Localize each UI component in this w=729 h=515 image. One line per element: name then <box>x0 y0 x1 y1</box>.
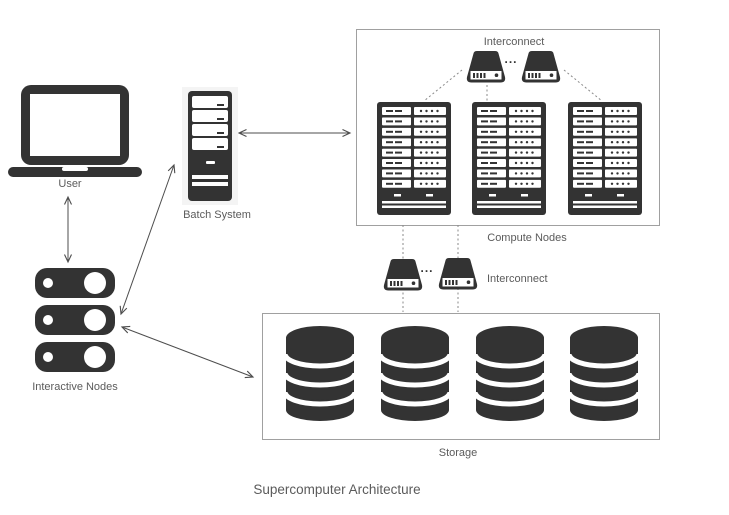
batch-system-label: Batch System <box>183 209 251 221</box>
rack-icon <box>568 102 642 215</box>
user-label: User <box>58 178 82 190</box>
storage-label: Storage <box>438 447 478 459</box>
diagram-title: Supercomputer Architecture <box>253 482 421 497</box>
switch-icon <box>438 258 478 290</box>
laptop-icon <box>8 85 142 177</box>
connector-switch-rack-right <box>563 69 603 102</box>
arrow-interactive-batch <box>119 163 176 316</box>
rack-icon <box>377 102 451 215</box>
database-icon <box>569 326 639 421</box>
compute-nodes-box <box>356 29 660 226</box>
interconnect-mid-ellipsis: ... <box>420 261 434 275</box>
interconnect-mid-label: Interconnect <box>487 273 548 285</box>
database-icon <box>285 326 355 421</box>
storage-box <box>262 313 660 440</box>
interconnect-top-label: Interconnect <box>483 36 545 48</box>
server-tower-icon <box>182 87 238 205</box>
compute-nodes-label: Compute Nodes <box>487 232 567 244</box>
connector-switch-rack-left <box>423 69 463 102</box>
database-icon <box>475 326 545 421</box>
server-stack-icon <box>35 268 115 372</box>
switch-icon <box>521 51 561 83</box>
rack-icon <box>472 102 546 215</box>
database-icon <box>380 326 450 421</box>
switch-icon <box>466 51 506 83</box>
interconnect-top-ellipsis: ... <box>504 52 518 66</box>
interactive-nodes-label: Interactive Nodes <box>32 381 118 393</box>
arrow-interactive-storage <box>120 325 255 379</box>
